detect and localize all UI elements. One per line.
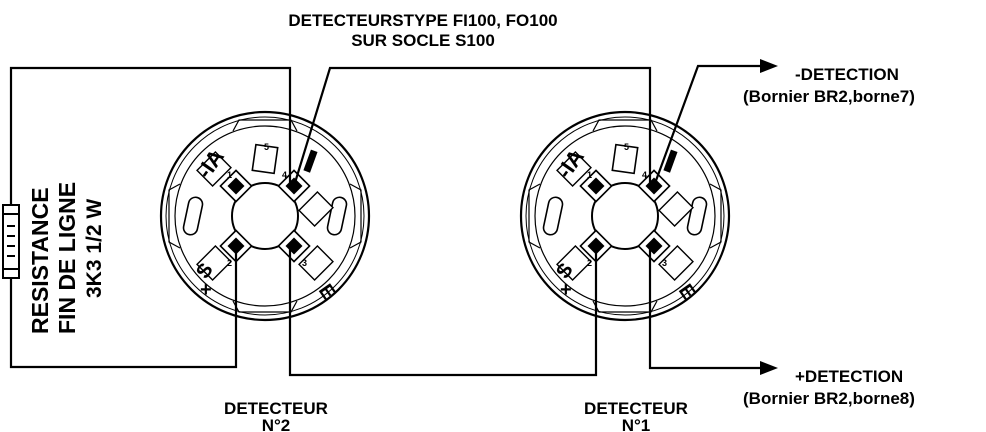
wiring (9, 59, 778, 377)
wire-plus-detection (648, 246, 760, 370)
detector-1-label-line1: DETECTEUR (584, 399, 688, 418)
header-line1: DETECTEURSTYPE FI100, FO100 (288, 11, 557, 30)
socket-1-terminal-1: 1 (587, 170, 592, 180)
socket-2-terminal-2: 2 (227, 258, 232, 268)
socket-2-terminal-5: 5 (264, 142, 269, 152)
header-line2: SUR SOCLE S100 (351, 31, 495, 50)
minus-detection-arrow (760, 59, 778, 73)
minus-detection-sub: (Bornier BR2,borne7) (743, 87, 915, 106)
resistor-label-line2: FIN DE LIGNE (54, 182, 80, 334)
socket-1-plus-marking: + (560, 279, 572, 301)
socket-2-plus-marking: + (200, 279, 212, 301)
resistor-label: RESISTANCE FIN DE LIGNE 3K3 1/2 W (27, 182, 106, 334)
minus-detection-label: -DETECTION (795, 65, 899, 84)
socket-2-terminal-4: 4 (282, 170, 287, 180)
end-of-line-resistor (2, 204, 20, 279)
socket-2-terminal-1: 1 (227, 170, 232, 180)
wire-link-bottom (288, 246, 598, 377)
wire-resistor-top (9, 66, 292, 205)
detector-socket-1: -IA S + E 5 4 1 2 3 (519, 110, 731, 322)
detector-1-label-line2: N°1 (622, 416, 651, 432)
detector-2-label-line2: N°2 (262, 416, 291, 432)
resistor-label-line3: 3K3 1/2 W (83, 199, 106, 298)
detector-socket-2: -IA S + E 5 4 1 2 3 (159, 110, 371, 322)
wire-minus-detection (652, 64, 760, 187)
socket-1-terminal-2: 2 (587, 258, 592, 268)
socket-2-terminal-3: 3 (302, 258, 307, 268)
plus-detection-label: +DETECTION (795, 367, 903, 386)
socket-1-terminal-3: 3 (662, 258, 667, 268)
wire-resistor-bottom (9, 246, 238, 369)
socket-1-terminal-5: 5 (624, 142, 629, 152)
socket-1-terminal-4: 4 (642, 170, 647, 180)
resistor-label-line1: RESISTANCE (27, 187, 53, 334)
plus-detection-arrow (760, 361, 778, 375)
plus-detection-sub: (Bornier BR2,borne8) (743, 389, 915, 408)
wire-link-top (292, 66, 652, 187)
detector-2-label-line1: DETECTEUR (224, 399, 328, 418)
